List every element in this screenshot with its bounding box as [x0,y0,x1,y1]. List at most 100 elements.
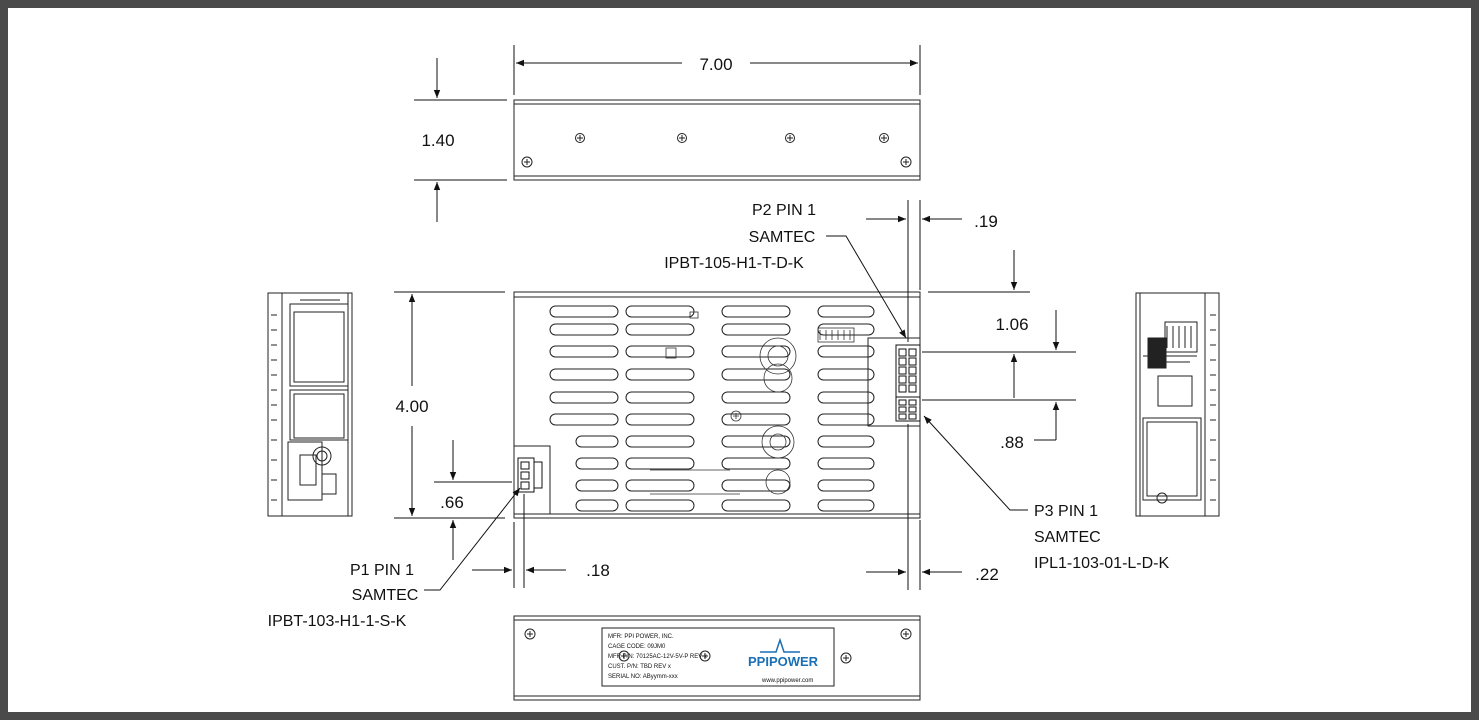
vent-slot [721,391,791,404]
vent-slot [625,368,695,381]
p3-callout-line1: P3 PIN 1 [1034,503,1098,520]
screw-icon [699,650,711,662]
dim-height-label: 4.00 [395,397,428,416]
front-view [513,291,921,519]
dim-width [513,45,921,95]
dim-p1-x-label: .18 [586,561,610,580]
vent-slot [625,479,695,492]
dim-p2-x [866,200,962,342]
vent-slot [549,368,619,381]
p3-connector [895,396,921,422]
vent-slot [625,457,695,470]
vent-slot [817,499,875,512]
vent-slot [817,368,875,381]
dim-p1-y-label: .66 [440,493,464,512]
label-mfr: MFR: PPI POWER, INC. [608,634,674,640]
screw-icon [840,652,852,664]
label-serial: SERIAL NO: AByymm-xxx [608,674,678,680]
vent-slot [721,323,791,336]
vent-slot [625,323,695,336]
vent-slot [625,413,695,426]
dim-p3-y [922,310,1076,441]
left-side-view [267,292,353,517]
internal-components [650,311,855,495]
vent-slot [721,457,791,470]
screw-icon [524,628,536,640]
vent-slot [549,345,619,358]
vent-slot [817,435,875,448]
p1-callout-line3: IPBT-103-H1-1-S-K [268,613,407,630]
vent-slot [721,368,791,381]
vent-slot [721,435,791,448]
dim-p2-y-label: 1.06 [995,315,1028,334]
vent-slot [817,345,875,358]
p2-callout-line3: IPBT-105-H1-T-D-K [664,255,804,272]
dim-height [394,291,505,519]
dim-top-height [414,58,507,222]
dim-p3-x-label: .22 [975,565,999,584]
p1-callout-line2: SAMTEC [352,587,419,604]
vent-slot [721,305,791,318]
dim-p3-y-label: .88 [1000,433,1024,452]
label-cust-pn: CUST. P/N: TBD REV x [608,664,671,670]
vent-slot [817,305,875,318]
dim-p1-y [434,440,512,560]
p2-connector [895,344,921,398]
vent-slot [625,391,695,404]
dim-top-height-label: 1.40 [421,131,454,150]
label-cage-code: CAGE CODE: 09JM0 [608,644,666,650]
product-label: MFR: PPI POWER, INC. CAGE CODE: 09JM0 MF… [601,627,835,687]
screw-icon [618,650,630,662]
vent-slot [549,391,619,404]
p3-callout-line3: IPL1-103-01-L-D-K [1034,555,1170,572]
ppi-power-logo: PPIPOWER [748,637,819,669]
dim-width-label: 7.00 [699,55,732,74]
screw-icon [521,156,533,168]
p2-callout-line2: SAMTEC [749,229,816,246]
drawing-sheet: 7.00 1.40 [8,8,1471,712]
vent-slot [721,479,791,492]
dim-p2-y [922,250,1076,398]
vent-slot [625,499,695,512]
vent-slot [817,479,875,492]
p2-callout-line1: P2 PIN 1 [752,202,816,219]
vent-slot [817,413,875,426]
vent-slot [549,323,619,336]
vent-slot [575,435,619,448]
vent-slot [625,305,695,318]
screw-icon [900,628,912,640]
vent-slot [721,499,791,512]
mechanical-drawing: 7.00 1.40 [267,45,1220,701]
dim-p2-x-label: .19 [974,212,998,231]
p3-callout-line2: SAMTEC [1034,529,1101,546]
vent-slots [549,305,875,512]
screw-icon [785,133,795,143]
label-website: www.ppipower.com [761,678,813,684]
vent-slot [575,479,619,492]
dim-p1-x [472,494,566,588]
screw-icon [677,133,687,143]
vent-slot [817,457,875,470]
vent-slot [625,345,695,358]
vent-slot [575,499,619,512]
vent-slot [549,413,619,426]
screw-icon [575,133,585,143]
label-mfr-pn: MFR P/N: 70125AC-12V-5V-P REV x [608,654,707,660]
screw-icon [900,156,912,168]
p2-leader [826,235,907,339]
label-brand: PPIPOWER [748,654,819,669]
vent-slot [721,413,791,426]
right-side-view [1135,292,1220,517]
p3-leader [923,415,1028,511]
vent-slot [721,345,791,358]
vent-slot [549,305,619,318]
p1-connector [517,457,543,493]
screw-icon [879,133,889,143]
p1-leader [424,487,521,591]
vent-slot [817,391,875,404]
top-view [513,99,921,181]
dim-p3-x [866,424,962,590]
p1-callout-line1: P1 PIN 1 [350,562,414,579]
vent-slot [575,457,619,470]
vent-slot [625,435,695,448]
